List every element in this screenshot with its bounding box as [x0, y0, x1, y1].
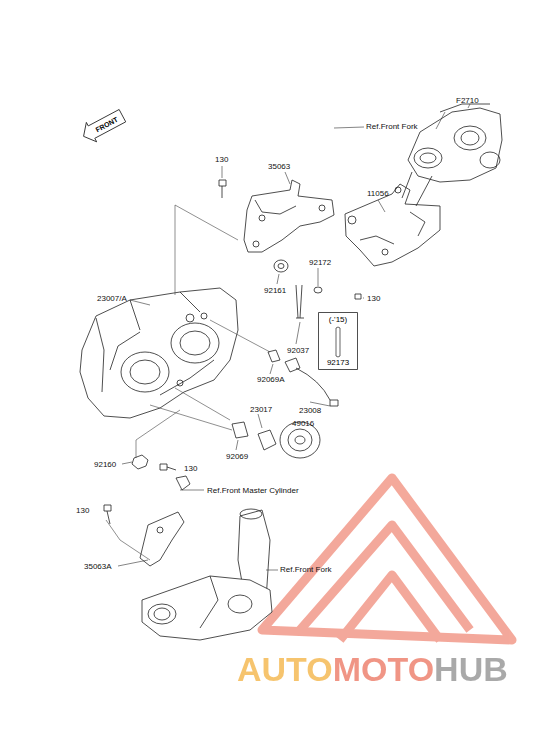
- reference-note: F2710: [456, 97, 479, 105]
- callout-number: 49016: [292, 420, 314, 428]
- callout-number: 23017: [250, 406, 272, 414]
- reference-note: Ref.Front Fork: [280, 566, 332, 574]
- callout-number: 92037: [287, 347, 309, 355]
- callout-number: 130: [184, 465, 197, 473]
- reference-note: Ref.Front Fork: [366, 123, 418, 131]
- callout-number: 130: [76, 507, 89, 515]
- variant-box: (-'15) 92173: [318, 312, 358, 370]
- callout-number: 130: [367, 295, 380, 303]
- callout-number: 23008: [299, 407, 321, 415]
- callout-number: 11056: [367, 190, 389, 198]
- year-range: (-'15): [329, 316, 347, 324]
- callout-number: 92161: [264, 287, 286, 295]
- callout-number: 92160: [94, 461, 116, 469]
- callout-number: 35063A: [84, 563, 112, 571]
- callout-number: 35063: [268, 163, 290, 171]
- callout-number: 92172: [309, 259, 331, 267]
- callout-number: 92069A: [257, 376, 285, 384]
- callout-number: 92069: [226, 453, 248, 461]
- callout-number: 23007/A: [97, 295, 127, 303]
- callout-number: 92173: [327, 359, 349, 367]
- front-arrow: FRONT: [77, 105, 129, 148]
- callout-number: 130: [215, 156, 228, 164]
- watermark: AUTOMOTOHUB: [237, 652, 508, 686]
- reference-note: Ref.Front Master Cylinder: [207, 487, 299, 495]
